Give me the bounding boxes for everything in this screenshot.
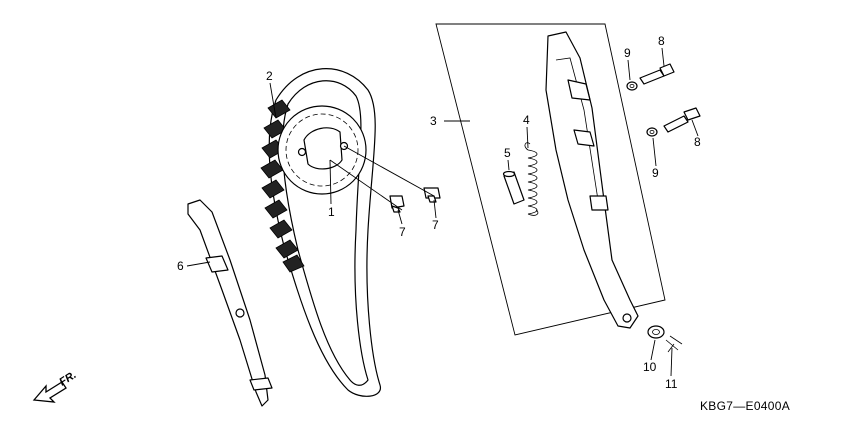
callout-2: 2 bbox=[266, 69, 273, 83]
sprocket-bolt bbox=[389, 195, 405, 213]
front-arrow-icon bbox=[32, 381, 67, 403]
callout-11: 11 bbox=[665, 377, 678, 391]
cam-sprocket bbox=[277, 105, 367, 195]
tensioner-group-frame bbox=[435, 23, 666, 336]
callout-10: 10 bbox=[643, 360, 657, 374]
sprocket-bolt bbox=[423, 187, 441, 203]
pivot-bolt bbox=[663, 107, 701, 133]
cotter-pin bbox=[665, 335, 683, 353]
washer bbox=[646, 127, 658, 137]
tensioner-arm bbox=[545, 31, 639, 329]
leader-lines bbox=[186, 47, 699, 377]
callout-5: 5 bbox=[504, 146, 511, 160]
diagram-code: KBG7—E0400A bbox=[700, 399, 790, 413]
callout-9: 9 bbox=[652, 166, 659, 180]
callout-8: 8 bbox=[694, 135, 701, 149]
callout-3: 3 bbox=[430, 114, 437, 128]
callout-6: 6 bbox=[177, 259, 184, 273]
callout-9: 9 bbox=[624, 46, 631, 60]
pivot-bolt bbox=[639, 63, 675, 85]
callout-7: 7 bbox=[399, 225, 406, 239]
callout-4: 4 bbox=[523, 113, 530, 127]
callout-8: 8 bbox=[658, 34, 665, 48]
arm-washer bbox=[647, 325, 665, 339]
chain-guide bbox=[187, 199, 273, 407]
tensioner-spring bbox=[524, 142, 539, 216]
tensioner-pushrod bbox=[502, 170, 525, 205]
callout-7: 7 bbox=[432, 218, 439, 232]
callout-1: 1 bbox=[328, 205, 335, 219]
washer bbox=[626, 81, 638, 91]
